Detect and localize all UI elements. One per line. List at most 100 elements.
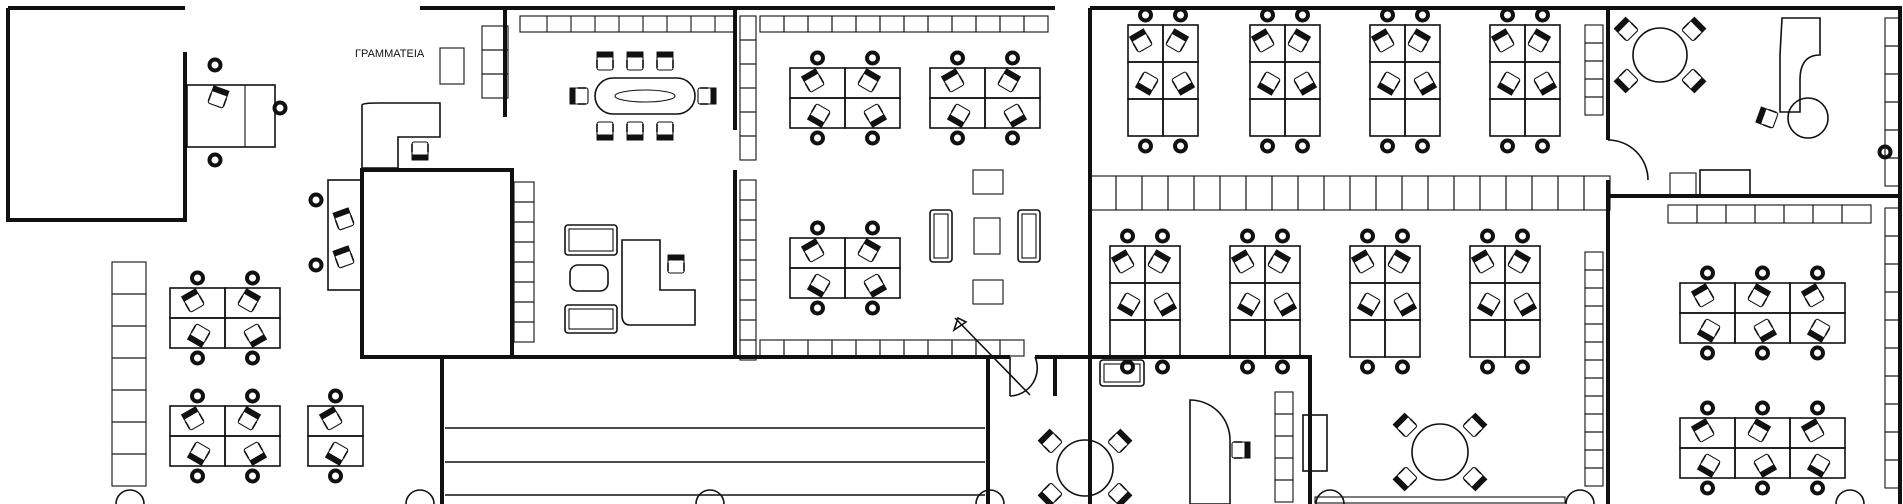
chair [1273,292,1298,317]
chair [656,121,674,141]
storage-cabinets [513,181,535,343]
task-chair [308,192,324,208]
chair [1165,28,1190,53]
chair [332,207,355,231]
round-table [1411,423,1469,481]
chair [697,87,717,105]
desk-cluster [169,405,281,467]
desk-cluster [1679,282,1846,344]
desk [1789,312,1846,344]
chair [1293,71,1318,96]
chair [857,238,882,263]
chair [1376,71,1401,96]
task-chair [1275,228,1290,244]
chair [1462,466,1488,492]
stool [972,169,1004,195]
desk-cluster [789,237,901,299]
chair [1753,453,1778,478]
desk [1384,245,1421,284]
sofa [1017,209,1041,263]
chair [1806,318,1831,343]
desk-cluster [1249,24,1321,137]
desk-cluster [1679,417,1846,479]
task-chair [1810,400,1825,416]
task-chair [1810,265,1825,281]
sofa [564,304,618,334]
chair [800,68,825,93]
desk-cluster [1229,245,1301,358]
column [1835,489,1865,504]
chair [1392,466,1418,492]
desk [1384,319,1421,358]
task-chair [1500,138,1515,154]
task-chair [810,130,825,146]
chair [1153,292,1178,317]
chair [1116,292,1141,317]
desk-cluster [1109,245,1181,358]
task-chair [245,350,260,366]
desk [1789,447,1846,479]
chair [237,288,262,313]
chair [186,441,211,466]
task-chair [1515,359,1530,375]
task-chair [1173,138,1188,154]
chair [1037,428,1063,454]
desk [1127,98,1164,137]
chair [243,323,268,348]
chair [1696,318,1721,343]
task-chair [1295,7,1310,23]
desk [1264,245,1301,284]
task-chair [272,100,288,116]
task-chair [1260,7,1275,23]
lounge-sofa [621,239,696,326]
task-chair [1755,400,1770,416]
desk [224,435,281,467]
chair [863,103,888,128]
chair [1613,16,1639,42]
column [1565,489,1595,504]
task-chair [1120,359,1135,375]
chair [1613,68,1639,94]
task-chair [1260,138,1275,154]
chair [1470,249,1495,274]
chair [1476,292,1501,317]
column [405,489,435,504]
desk [1524,98,1561,137]
chair [1747,418,1772,443]
chair [1256,71,1281,96]
task-chair [865,220,880,236]
desk [1524,24,1561,63]
storage-cabinets [1584,251,1604,487]
chair [806,103,831,128]
chair [1370,28,1395,53]
desk [844,97,901,129]
corner-desk [1779,17,1821,113]
chair [1800,283,1825,308]
chair [1690,283,1715,308]
task-chair [1395,228,1410,244]
column [115,489,145,504]
chair [1110,249,1135,274]
chair [1107,482,1133,504]
task-chair [1700,265,1715,281]
chair [1413,71,1438,96]
chair [207,85,230,109]
task-chair [190,468,205,484]
desk [1284,98,1321,137]
task-chair [1240,359,1255,375]
sofa [1099,359,1145,387]
task-chair [865,300,880,316]
task-chair [1700,480,1715,496]
desk-cluster [169,287,281,349]
storage-cabinets [1089,175,1611,211]
task-chair [328,468,343,484]
task-chair [207,57,223,73]
coffee-table [569,264,609,292]
task-chair [1415,138,1430,154]
sofa [929,209,953,263]
chair [1356,292,1381,317]
desk-cluster [1369,24,1441,137]
task-chair [1700,345,1715,361]
chair [1350,249,1375,274]
desk [1369,98,1406,137]
